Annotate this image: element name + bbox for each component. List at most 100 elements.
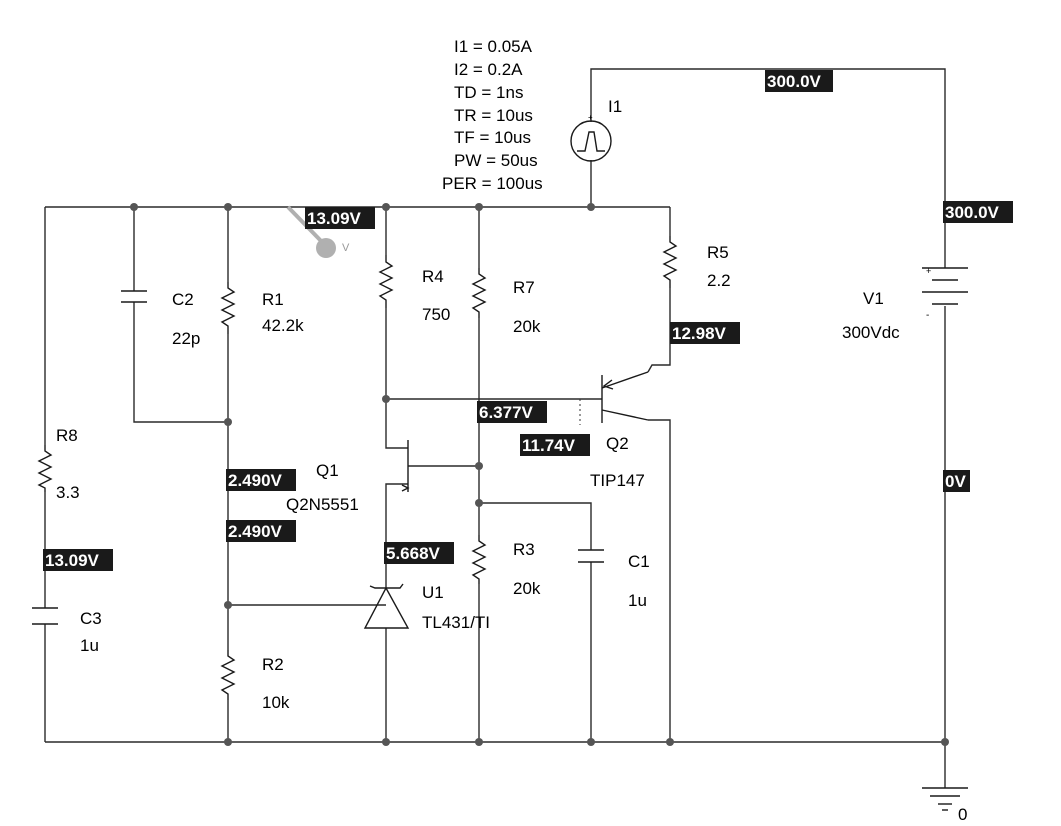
voltage-tag: 300.0V [765,70,833,92]
c1-capacitor[interactable] [578,549,604,563]
r1-resistor[interactable] [220,282,236,334]
i1-current-source[interactable]: + [570,113,612,162]
voltage-tag: 300.0V [943,201,1013,223]
r3-value: 20k [513,579,541,598]
emitter-arrow-icon [602,379,614,390]
pulse-waveform-icon [577,131,605,152]
voltage-tag-text: 300.0V [945,203,1000,222]
r5-resistor[interactable] [662,236,678,288]
voltage-tag: 12.98V [670,322,740,344]
r5-value: 2.2 [707,271,731,290]
r1-value: 42.2k [262,316,304,335]
r4-q1-wire [385,308,408,449]
svg-text:+: + [588,113,593,122]
source-param: TD = 1ns [454,83,523,102]
r4-resistor[interactable] [378,255,394,308]
q1-name: Q1 [316,461,339,480]
voltage-tag: 0V [943,470,970,492]
q1-value: Q2N5551 [286,495,359,514]
node-dot [475,499,483,507]
q1-transistor[interactable] [401,440,420,492]
r2-name: R2 [262,655,284,674]
v1-value: 300Vdc [842,323,900,342]
r3-name: R3 [513,540,535,559]
node-dot [587,203,595,211]
i1-parameters: I1 = 0.05A I2 = 0.2A TD = 1ns TR = 10us … [442,37,543,193]
svg-text:+: + [926,266,931,276]
source-param: TF = 10us [454,128,531,147]
node-dot [224,738,232,746]
c2-name: C2 [172,290,194,309]
node-dot [475,738,483,746]
component-labels: I1 C2 22p R1 42.2k R4 750 R7 20k R5 2.2 … [56,97,900,712]
q2-transistor[interactable] [579,371,649,425]
node-dot [224,203,232,211]
voltage-tag-text: 5.668V [386,544,441,563]
r3-resistor[interactable] [471,535,487,584]
v1-dc-source[interactable]: + - [922,266,968,321]
source-param: I1 = 0.05A [454,37,533,56]
c3-name: C3 [80,609,102,628]
voltage-tag-text: 11.74V [522,436,576,455]
r2-resistor[interactable] [220,650,236,700]
r8-name: R8 [56,426,78,445]
voltage-tag-text: 13.09V [307,209,362,228]
r8-resistor[interactable] [37,445,53,492]
node-dot [382,203,390,211]
svg-text:-: - [926,310,929,321]
node-dot [224,418,232,426]
node-dot [475,203,483,211]
node-dot [382,738,390,746]
source-param: I2 = 0.2A [454,60,523,79]
voltage-tag: 2.490V [226,469,296,491]
v1-name: V1 [863,289,884,308]
voltage-tag-text: 0V [945,472,966,491]
node-dot [587,738,595,746]
r4-value: 750 [422,305,450,324]
source-param: TR = 10us [454,106,533,125]
c3-capacitor[interactable] [32,607,58,625]
supply-top-wire [590,68,946,268]
c3-value: 1u [80,636,99,655]
r8-value: 3.3 [56,483,80,502]
voltage-tag-text: 300.0V [767,72,822,91]
r7-resistor[interactable] [471,268,487,318]
voltage-tag-text: 13.09V [45,551,100,570]
node-dot [382,395,390,403]
voltage-tag-text: 2.490V [228,522,283,541]
q2-collector-wire [648,419,671,742]
voltage-tag: 6.377V [477,401,547,423]
ground-net-label: 0 [958,805,967,824]
node-dot [475,462,483,470]
ground-symbol: 0 [922,787,968,824]
q2-value: TIP147 [590,471,645,490]
voltage-tag: 5.668V [384,542,454,564]
u1-shunt-regulator[interactable] [363,583,410,629]
voltage-tag: 11.74V [520,434,590,456]
u1-value: TL431/TI [422,613,490,632]
node-dot [666,738,674,746]
r7-name: R7 [513,278,535,297]
probe-label: V [342,242,350,254]
r5-name: R5 [707,243,729,262]
source-param: PW = 50us [454,151,538,170]
source-param: PER = 100us [442,174,543,193]
c2-lower-wire [133,302,228,423]
node-dot [130,203,138,211]
voltage-tag: 13.09V [305,207,375,229]
voltage-tag-text: 2.490V [228,471,283,490]
node-dots [130,203,949,746]
c1-value: 1u [628,591,647,610]
u1-name: U1 [422,583,444,602]
voltage-tags: 300.0V 300.0V 0V 13.09V 12.98V 6.377V 11… [43,70,1013,571]
node-dot [224,601,232,609]
c2-value: 22p [172,329,200,348]
voltage-tag: 2.490V [226,520,296,542]
voltage-tag-text: 12.98V [672,324,727,343]
i1-name: I1 [608,97,622,116]
c1-name: C1 [628,552,650,571]
c2-capacitor[interactable] [121,290,147,303]
emitter-arrow-icon [401,484,410,492]
